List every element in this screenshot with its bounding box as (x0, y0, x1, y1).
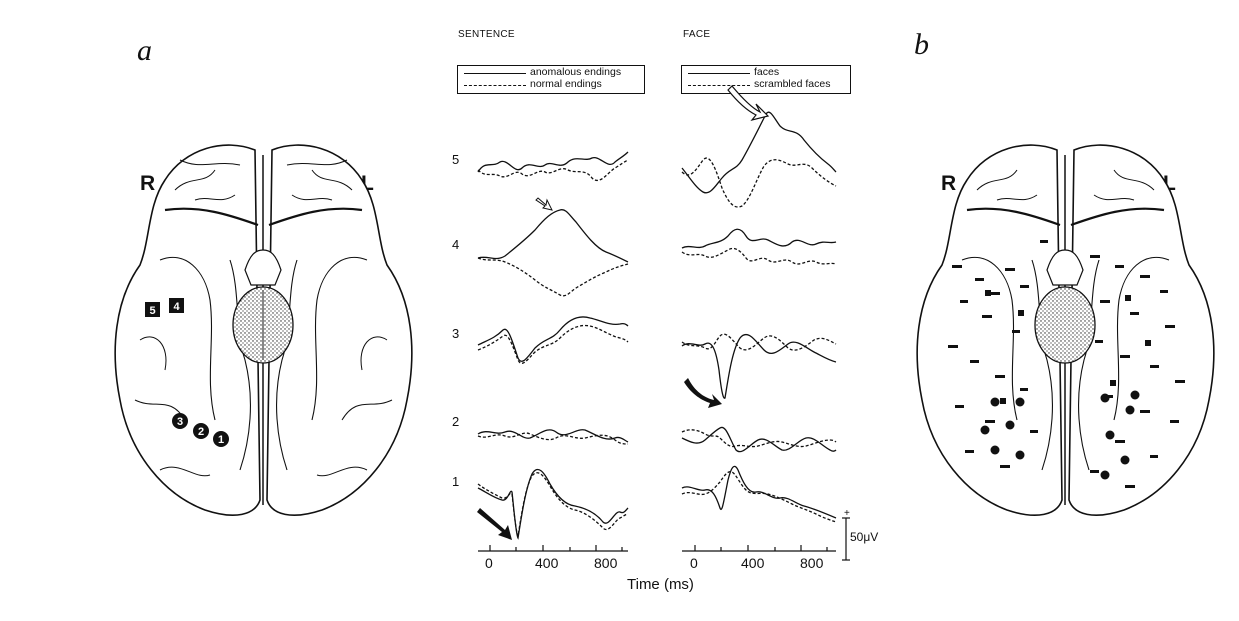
face-row4-dashed (681, 247, 837, 265)
panel-label-a: a (137, 34, 152, 67)
row-label-2: 2 (452, 414, 460, 429)
arrow-sentence-row4 (535, 197, 553, 211)
electrode-2-marker (193, 423, 209, 439)
electrode-3-marker (172, 413, 188, 429)
face-column-title: FACE (683, 29, 711, 40)
sentence-row2-solid (477, 429, 629, 443)
legend-dashed-label: scrambled faces (754, 78, 831, 90)
sentence-tick-800: 800 (594, 555, 618, 571)
sentence-row4-dashed (477, 257, 629, 297)
face-tick-800: 800 (800, 555, 824, 571)
face-row2-dashed (681, 429, 837, 448)
row-label-4: 4 (452, 237, 460, 252)
face-tick-400: 400 (741, 555, 765, 571)
electrode-4-label: 4 (173, 301, 180, 313)
electrode-2-label: 2 (198, 426, 204, 438)
electrode-1-marker (213, 431, 229, 447)
sentence-row3-solid (477, 316, 629, 362)
time-axes (478, 545, 836, 552)
brain-a-right-label: R (140, 172, 156, 195)
arrow-face-row3 (684, 378, 722, 408)
face-row2-solid (681, 426, 837, 453)
sentence-row1-dashed (477, 472, 629, 539)
annotation-arrows (477, 85, 770, 540)
panel-label-b: b (914, 28, 929, 61)
sentence-tick-0: 0 (485, 555, 493, 571)
sentence-tick-400: 400 (535, 555, 559, 571)
face-row1-dashed (681, 470, 837, 523)
brain-illustration-b (916, 144, 1215, 516)
scale-bar-plus: + (844, 508, 850, 519)
sentence-row4-solid (477, 209, 629, 263)
face-row4-solid (681, 228, 837, 249)
electrode-5-label: 5 (149, 305, 155, 317)
sentence-row5-solid (477, 151, 629, 173)
legend-solid-label: faces (754, 66, 780, 78)
arrow-sentence-row1 (477, 508, 512, 540)
sentence-legend: anomalous endings normal endings (457, 65, 645, 94)
electrode-markers (145, 298, 229, 447)
sentence-column-title: SENTENCE (458, 29, 515, 40)
face-row5-solid (681, 111, 837, 194)
erp-traces (477, 111, 837, 540)
face-row5-dashed (681, 157, 837, 208)
voltage-scale-bar (842, 517, 850, 561)
sentence-row5-dashed (477, 159, 629, 182)
face-legend: faces scrambled faces (681, 65, 851, 94)
electrode-4-marker (169, 298, 184, 313)
sentence-row3-dashed (477, 324, 629, 364)
legend-dashed-label: normal endings (530, 78, 602, 90)
row-label-5: 5 (452, 152, 460, 167)
face-row3-dashed (681, 333, 837, 351)
brain-illustration-a (114, 144, 413, 516)
electrode-sites-b (948, 240, 1185, 488)
time-axis-label: Time (ms) (627, 576, 694, 593)
arrow-face-row5 (727, 85, 770, 122)
row-label-3: 3 (452, 326, 460, 341)
face-row3-solid (681, 333, 837, 399)
electrode-3-label: 3 (177, 416, 183, 428)
electrode-5-marker (145, 302, 160, 317)
brain-b-right-label: R (941, 172, 957, 195)
electrode-1-label: 1 (218, 434, 224, 446)
scale-bar-label: 50μV (850, 530, 879, 544)
legend-solid-label: anomalous endings (530, 66, 622, 78)
face-row1-solid (681, 465, 837, 519)
row-label-1: 1 (452, 474, 460, 489)
sentence-row2-dashed (477, 432, 629, 445)
face-tick-0: 0 (690, 555, 698, 571)
